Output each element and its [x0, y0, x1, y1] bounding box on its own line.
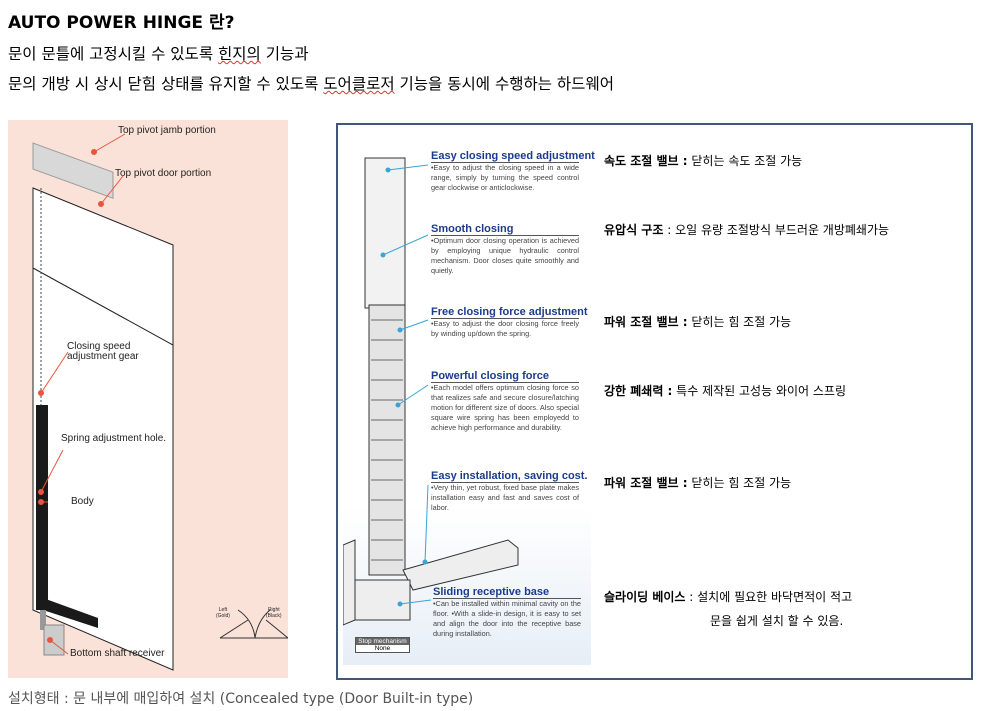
feature-powerful-force: Powerful closing force•Each model offers…: [431, 370, 579, 433]
note-hydraulic: 유압식 구조 : 오일 유량 조절방식 부드러운 개방폐쇄가능: [604, 221, 889, 238]
text: (Black): [266, 613, 282, 619]
note-text: 닫히는 속도 조절 가능: [687, 154, 803, 168]
feature-body: •Can be installed within minimal cavity …: [433, 599, 581, 638]
note-sliding-base: 슬라이딩 베이스 : 설치에 필요한 바닥면적이 적고: [604, 588, 852, 605]
note-text: : 오일 유량 조절방식 부드러운 개방폐쇄가능: [663, 223, 890, 237]
note-text: 특수 제작된 고성능 와이어 스프링: [672, 384, 846, 398]
note-speed-valve: 속도 조절 밸브 : 닫히는 속도 조절 가능: [604, 152, 802, 169]
label-left-gold: Left(Gold): [216, 607, 230, 619]
text: 기능을 동시에 수행하는 하드웨어: [394, 75, 614, 93]
text: 문의 개방 시 상시 닫힘 상태를 유지할 수 있도록: [8, 75, 324, 93]
note-label: 파워 조절 밸브 :: [604, 315, 688, 329]
feature-title: Powerful closing force: [431, 370, 579, 383]
note-label: 슬라이딩 베이스: [604, 590, 686, 604]
footer-note: 설치형태 : 문 내부에 매입하여 설치 (Concealed type (Do…: [8, 691, 474, 707]
description-line-1: 문이 문틀에 고정시킬 수 있도록 힌지의 기능과: [8, 42, 309, 64]
text: adjustment gear: [67, 351, 139, 362]
note-power-valve: 파워 조절 밸브 : 닫히는 힘 조절 가능: [604, 313, 791, 330]
label-top-pivot-jamb: Top pivot jamb portion: [118, 125, 216, 136]
note-power-valve-2: 파워 조절 밸브 : 닫히는 힘 조절 가능: [604, 474, 791, 491]
feature-easy-installation: Easy installation, saving cost.•Very thi…: [431, 470, 588, 513]
text: (Gold): [216, 613, 230, 619]
note-closing-force: 강한 폐쇄력 : 특수 제작된 고성능 와이어 스프링: [604, 382, 846, 399]
label-bottom-shaft-receiver: Bottom shaft receiver: [70, 648, 165, 659]
note-text: 닫히는 힘 조절 가능: [687, 315, 792, 329]
note-sliding-base-cont: 문을 쉽게 설치 할 수 있음.: [710, 614, 844, 628]
feature-title: Easy closing speed adjustment: [431, 150, 595, 163]
feature-body: •Easy to adjust the closing speed in a w…: [431, 163, 579, 192]
text: Closing speed: [67, 341, 131, 352]
feature-title: Easy installation, saving cost.: [431, 470, 588, 483]
note-label: 파워 조절 밸브 :: [604, 476, 688, 490]
stop-label: Stop mechanism: [356, 638, 409, 645]
text: Left: [218, 607, 228, 613]
hinge-cutaway-graphic: [343, 157, 519, 626]
hinge-installation-diagram: Top pivot jamb portion Top pivot door po…: [8, 120, 288, 678]
text: 도어클로저: [323, 75, 395, 93]
stop-value: None: [356, 645, 409, 652]
feature-title: Free closing force adjustment: [431, 306, 588, 319]
feature-title: Sliding receptive base: [433, 586, 581, 599]
label-spring-adjustment-hole: Spring adjustment hole.: [61, 433, 167, 444]
note-label: 속도 조절 밸브 :: [604, 154, 688, 168]
feature-sliding-base: Sliding receptive base•Can be installed …: [433, 586, 581, 639]
feature-title: Smooth closing: [431, 223, 579, 236]
feature-body: •Optimum door closing operation is achie…: [431, 236, 579, 275]
note-text: : 설치에 필요한 바닥면적이 적고: [685, 590, 853, 604]
page-title: AUTO POWER HINGE 란?: [8, 13, 235, 33]
feature-body: •Easy to adjust the door closing force f…: [431, 319, 579, 338]
label-body: Body: [71, 496, 94, 507]
description-line-2: 문의 개방 시 상시 닫힘 상태를 유지할 수 있도록 도어클로저 기능을 동시…: [8, 72, 614, 94]
text: Right: [267, 607, 280, 613]
feature-speed-adjustment: Easy closing speed adjustment•Easy to ad…: [431, 150, 595, 193]
text: 문이 문틀에 고정시킬 수 있도록: [8, 45, 219, 63]
note-text: 닫히는 힘 조절 가능: [687, 476, 792, 490]
feature-smooth-closing: Smooth closing•Optimum door closing oper…: [431, 223, 579, 276]
product-feature-panel: [336, 123, 973, 680]
text: 기능과: [260, 45, 309, 63]
label-right-black: Right(Black): [266, 607, 282, 619]
feature-force-adjustment: Free closing force adjustment•Easy to ad…: [431, 306, 588, 339]
feature-body: •Very thin, yet robust, fixed base plate…: [431, 483, 579, 512]
feature-body: •Each model offers optimum closing force…: [431, 383, 579, 432]
door-diagram-graphic: [32, 133, 288, 671]
note-label: 강한 폐쇄력 :: [604, 384, 673, 398]
label-top-pivot-door: Top pivot door portion: [115, 168, 212, 179]
note-label: 유압식 구조: [604, 223, 664, 237]
text: 힌지의: [218, 45, 261, 63]
product-cutaway-illustration: Easy closing speed adjustment•Easy to ad…: [343, 140, 595, 665]
